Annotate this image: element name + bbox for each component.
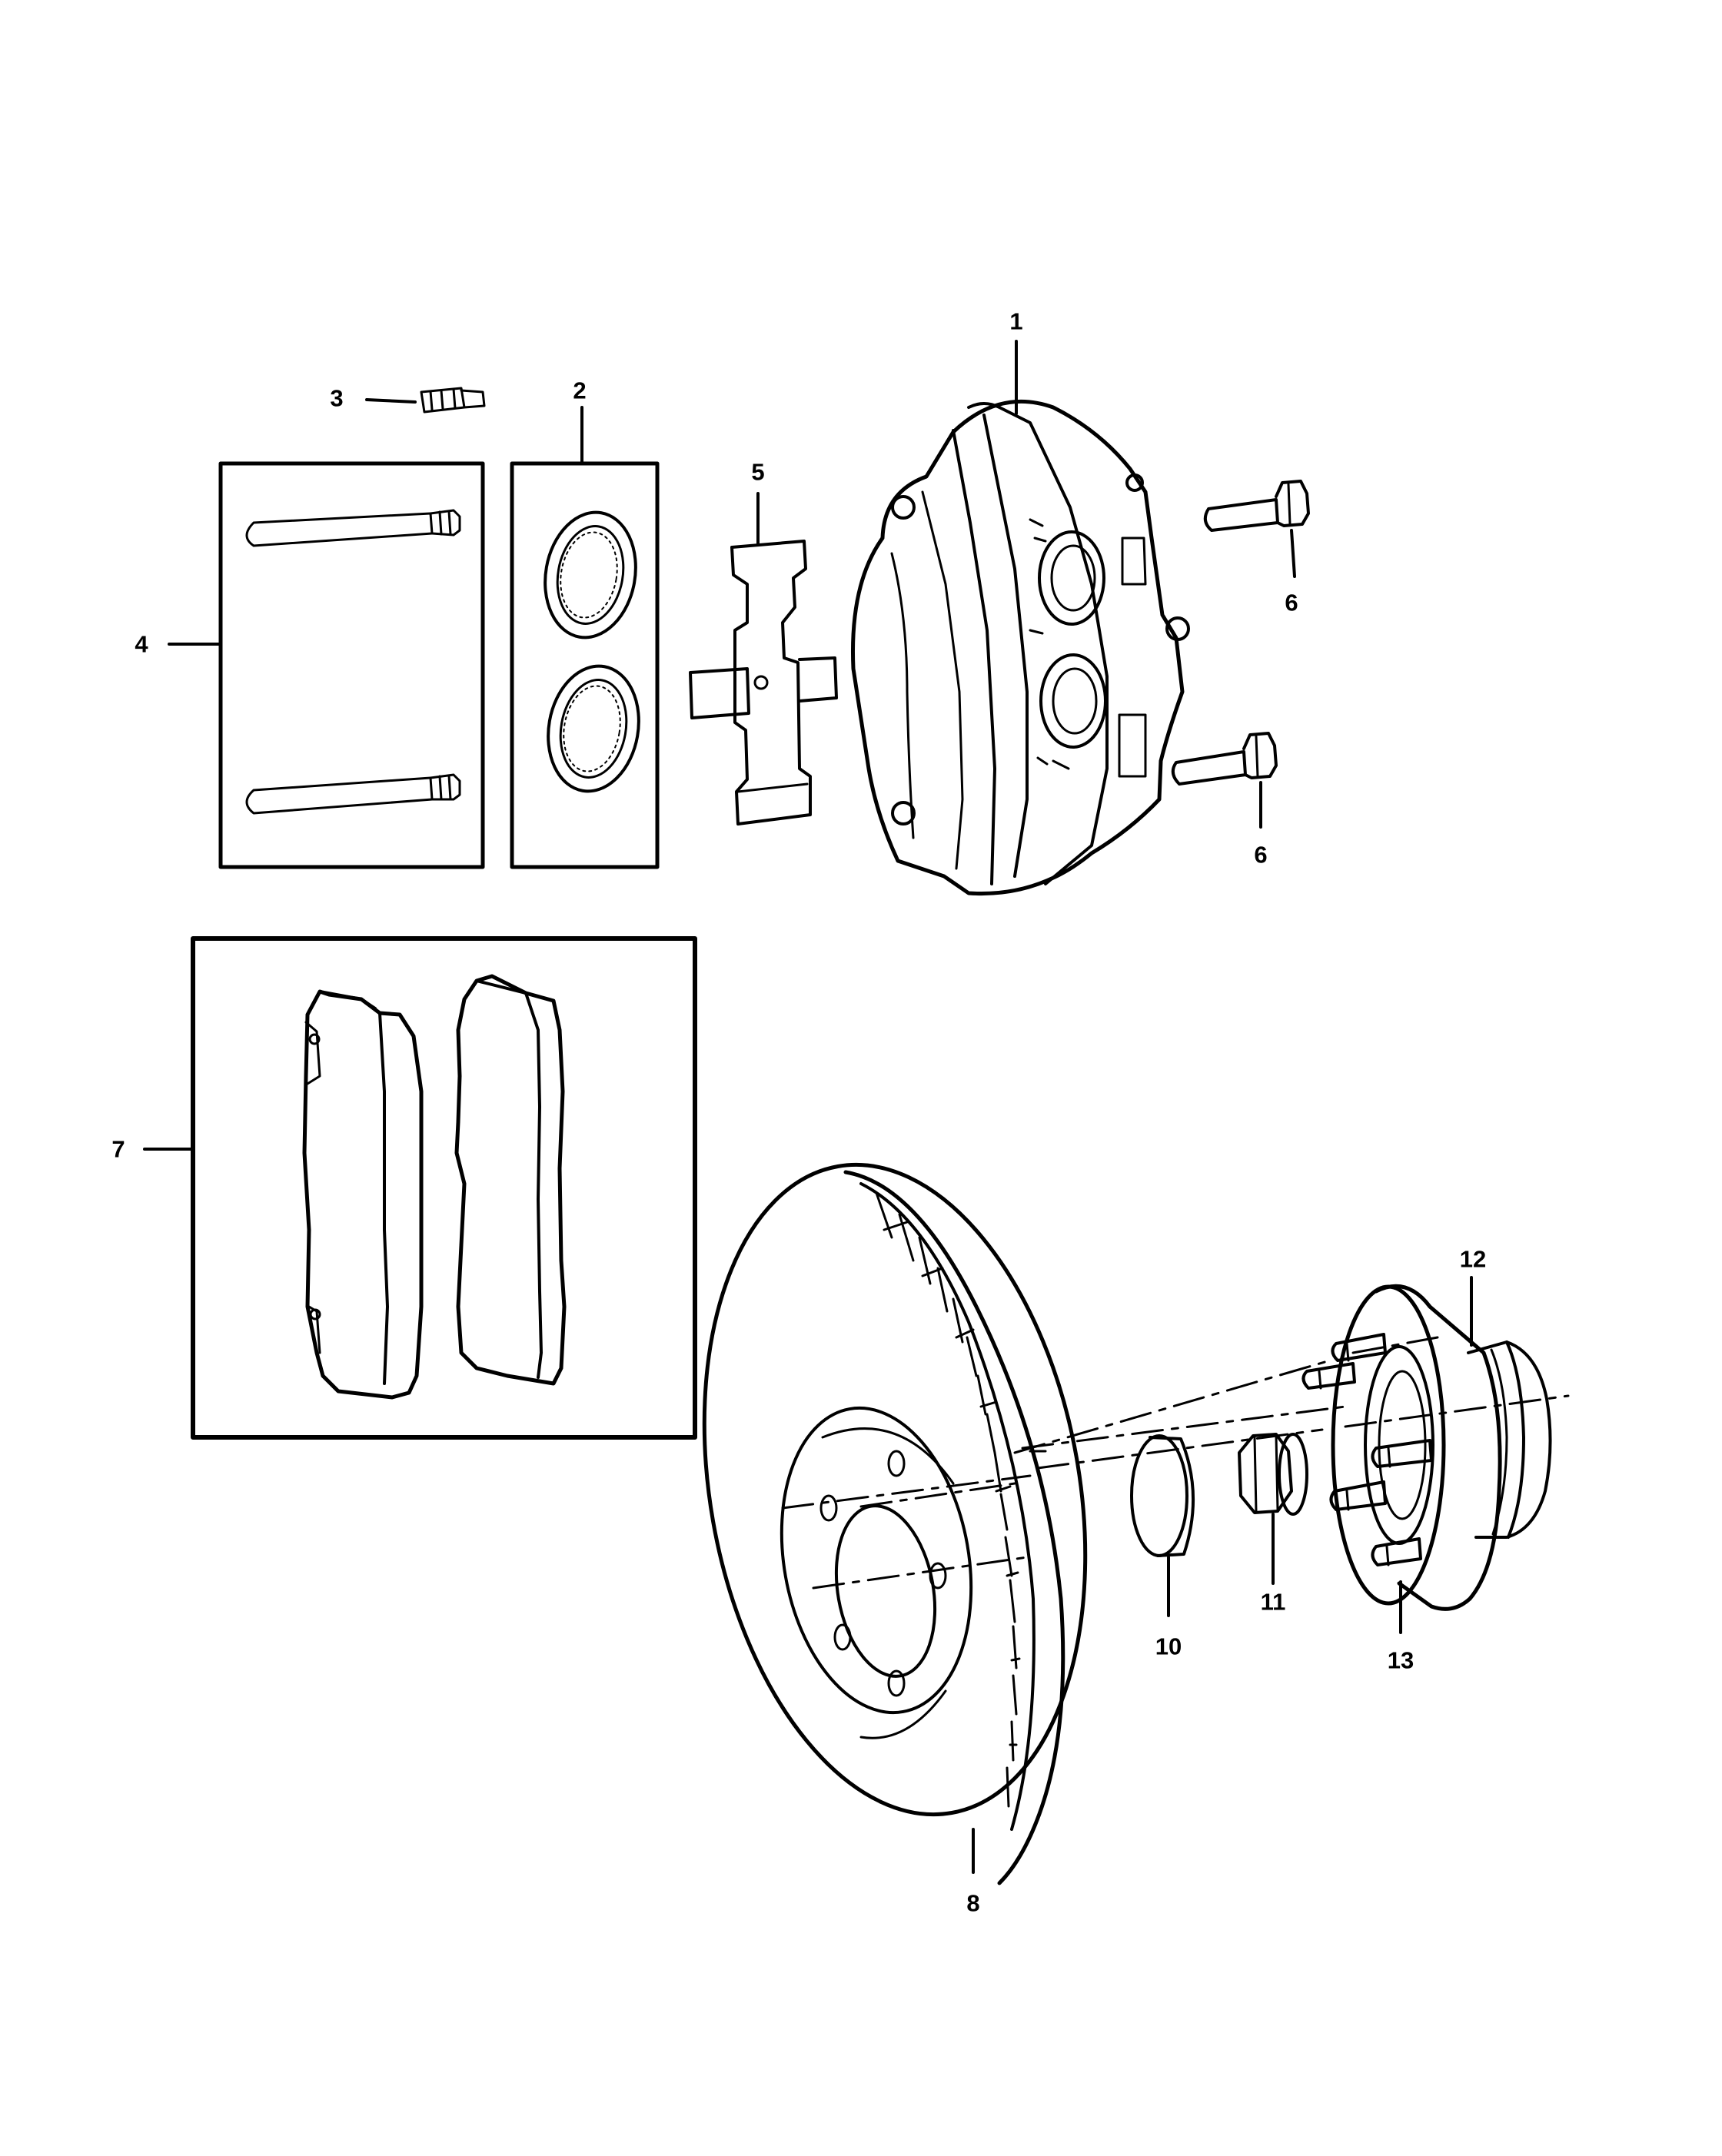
kit-box-4 (218, 461, 485, 869)
brake-pad-outer (454, 974, 567, 1386)
leader-3 (365, 398, 417, 404)
brake-pad-inner (302, 989, 424, 1400)
guide-pin-lower (245, 773, 461, 815)
brake-caliper (851, 399, 1190, 896)
mounting-bolt-lower (1171, 732, 1278, 786)
hub-nut (1238, 1433, 1308, 1516)
kit-box-7 (191, 936, 697, 1440)
callout-7: 7 (111, 1135, 125, 1163)
piston-seal-upper (544, 510, 637, 639)
callout-6-upper: 6 (1285, 589, 1298, 616)
callout-6-lower: 6 (1254, 841, 1268, 869)
callout-2: 2 (573, 377, 587, 404)
assembly-axis-lines (781, 1336, 1570, 1590)
leader-6a (1290, 529, 1296, 578)
callout-8: 8 (966, 1889, 980, 1917)
callout-4: 4 (135, 630, 148, 658)
mounting-bolt-upper (1203, 480, 1310, 532)
callout-5: 5 (751, 458, 765, 486)
callout-13: 13 (1387, 1646, 1414, 1674)
callout-3: 3 (330, 384, 344, 412)
bleeder-screw (420, 387, 486, 414)
callout-12: 12 (1459, 1245, 1487, 1273)
callout-10: 10 (1155, 1633, 1182, 1660)
piston-seal-lower (547, 664, 640, 793)
kit-box-2 (510, 461, 660, 869)
guide-pin-upper (245, 509, 461, 547)
anti-rattle-clip (689, 540, 838, 826)
leader-lines (143, 340, 1473, 1874)
hub-bearing-assembly (1301, 1284, 1552, 1611)
brake-rotor (702, 1162, 1088, 1885)
dust-cap (1130, 1434, 1195, 1557)
callout-1: 1 (1009, 307, 1023, 335)
callout-11: 11 (1260, 1588, 1286, 1616)
